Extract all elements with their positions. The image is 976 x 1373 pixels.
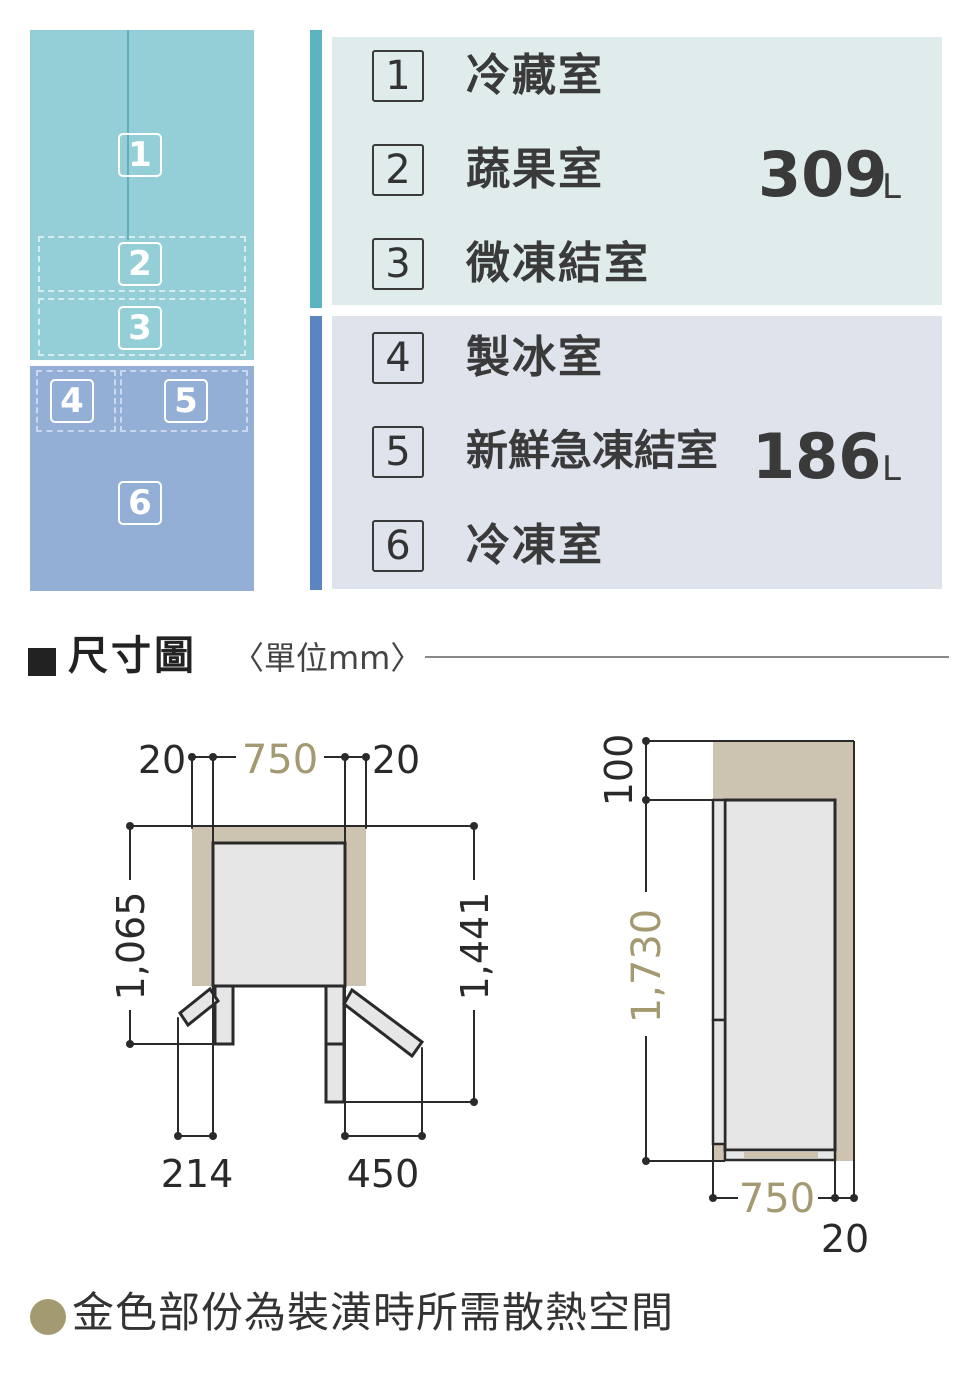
freezer-zone-thumbnail — [30, 366, 254, 591]
left-door-drawer — [213, 984, 235, 1046]
right-door-swing-label: 450 — [347, 1152, 420, 1196]
list-label-2: 蔬果室 — [466, 144, 604, 195]
heading-rule — [425, 656, 949, 658]
thumb-num-5: 5 — [164, 379, 208, 423]
thumb-num-2: 2 — [118, 242, 162, 286]
side-body — [723, 798, 837, 1152]
side-top-clearance-label: 100 — [597, 734, 641, 807]
front-body-depth-label: 1,065 — [109, 892, 153, 1001]
compartment-2-outline — [38, 236, 246, 292]
freezer-section-panel — [332, 316, 942, 589]
thumb-num-4: 4 — [50, 379, 94, 423]
dimension-drawings: 20 750 20 1,065 1,441 214 450 — [109, 734, 869, 1261]
dimension-unit: 〈單位mm〉 — [232, 639, 423, 677]
side-door-upper — [711, 798, 727, 1022]
list-num-2: 2 — [372, 144, 424, 196]
list-num-6: 6 — [372, 520, 424, 572]
compartment-3-outline — [38, 298, 246, 356]
note-bullet-icon — [30, 1299, 66, 1335]
front-margin-right-label: 20 — [372, 738, 420, 782]
side-view: 100 1,730 750 20 — [597, 734, 869, 1261]
fridge-volume: 309 — [758, 138, 888, 211]
fridge-volume-unit: L — [882, 167, 901, 207]
front-open-depth-label: 1,441 — [453, 892, 497, 1001]
side-height-label: 1,730 — [624, 909, 670, 1024]
list-num-1: 1 — [372, 50, 424, 102]
list-label-4: 製冰室 — [466, 332, 604, 383]
list-num-3: 3 — [372, 238, 424, 290]
right-door-open — [342, 987, 425, 1059]
right-door-lower — [324, 1042, 346, 1104]
fridge-zone-thumbnail — [30, 30, 254, 360]
list-label-3: 微凍結室 — [466, 238, 650, 289]
list-label-1: 冷藏室 — [466, 50, 604, 101]
front-body — [211, 841, 347, 988]
freezer-volume: 186 — [752, 420, 882, 493]
side-door-lower — [711, 1018, 727, 1146]
thumb-num-6: 6 — [118, 481, 162, 525]
thumb-num-3: 3 — [118, 306, 162, 350]
heading-square-icon — [28, 648, 56, 676]
clearance-note: 金色部份為裝潢時所需散熱空間 — [72, 1288, 675, 1337]
list-num-4: 4 — [372, 332, 424, 384]
front-width-label: 750 — [242, 737, 318, 783]
dimension-heading: 尺寸圖 — [68, 633, 197, 679]
side-base-vent — [744, 1152, 818, 1158]
freezer-section-band — [310, 316, 322, 590]
compartment-5-outline — [120, 370, 248, 432]
front-margin-left-label: 20 — [138, 738, 186, 782]
right-door-upper — [324, 984, 346, 1046]
freezer-volume-unit: L — [882, 449, 901, 489]
fridge-section-panel — [332, 37, 942, 305]
left-door-open — [177, 986, 221, 1028]
fridge-section-band — [310, 30, 322, 308]
list-label-5: 新鮮急凍結室 — [466, 426, 719, 475]
left-door-swing-label: 214 — [161, 1152, 234, 1196]
front-view: 20 750 20 1,065 1,441 214 450 — [109, 737, 497, 1196]
side-depth-label: 750 — [739, 1176, 815, 1222]
french-door-divider — [127, 30, 129, 240]
side-back-clearance-label: 20 — [821, 1217, 869, 1261]
thumb-num-1: 1 — [118, 133, 162, 177]
compartment-4-outline — [36, 370, 116, 432]
list-num-5: 5 — [372, 426, 424, 478]
list-label-6: 冷凍室 — [466, 520, 604, 571]
